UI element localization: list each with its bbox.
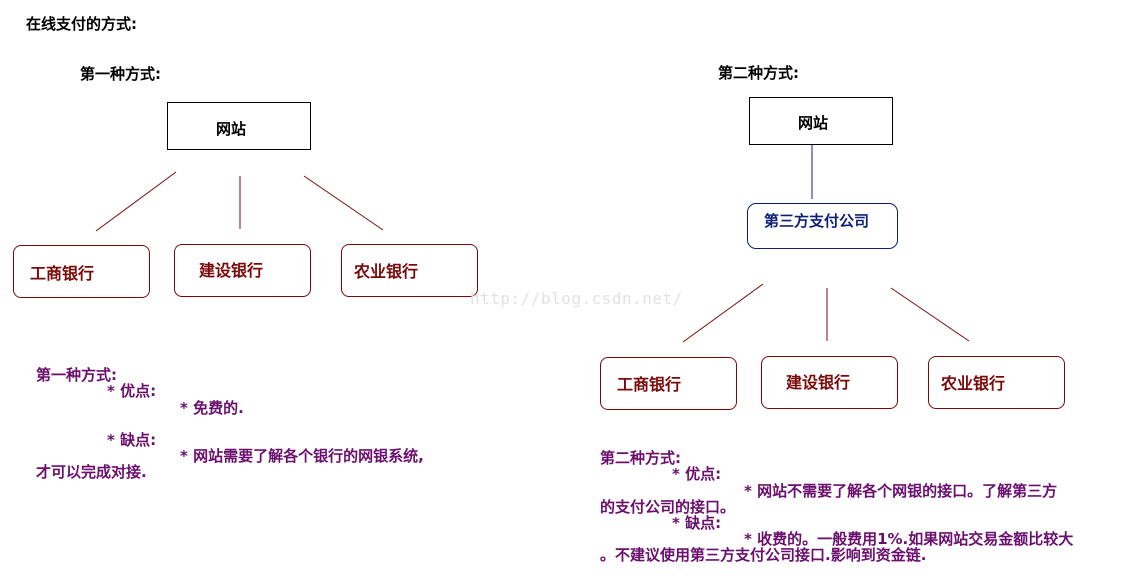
- method2-bank-label-1: 工商银行: [617, 375, 682, 394]
- method2-cons-item: * 收费的。一般费用1%.如果网站交易金额比较大: [744, 530, 1074, 548]
- method2-bank-label-3: 农业银行: [941, 374, 1006, 393]
- connector-m1-website-bank1: [95, 171, 177, 232]
- method2-website-label: 网站: [798, 114, 829, 132]
- method2-bank-node-2: 建设银行: [761, 356, 898, 409]
- method2-third-party-node: 第三方支付公司: [747, 203, 898, 249]
- method1-bank-label-2: 建设银行: [199, 261, 264, 280]
- method1-notes-heading: 第一种方式:: [36, 366, 117, 384]
- method1-bank-label-1: 工商银行: [30, 264, 95, 283]
- method2-notes-heading: 第二种方式:: [600, 449, 681, 467]
- connector-m2-third-bank3: [890, 287, 970, 342]
- method1-bank-node-1: 工商银行: [13, 245, 150, 298]
- method2-pros-item: * 网站不需要了解各个网银的接口。了解第三方: [744, 482, 1058, 500]
- method1-pros-item: * 免费的.: [180, 399, 244, 417]
- method2-cons-item-cont: 。不建议使用第三方支付公司接口.影响到资金链.: [600, 546, 927, 564]
- method1-bank-node-2: 建设银行: [174, 244, 311, 297]
- method1-heading: 第一种方式:: [80, 65, 161, 83]
- method1-pros-label: * 优点:: [107, 382, 157, 400]
- method2-cons-label: * 缺点:: [672, 514, 722, 532]
- connector-m2-third-bank1: [682, 283, 764, 343]
- watermark: http://blog.csdn.net/: [470, 289, 683, 308]
- method2-bank-label-2: 建设银行: [786, 373, 851, 392]
- method1-cons-item-cont: 才可以完成对接.: [36, 463, 147, 481]
- method1-cons-label: * 缺点:: [107, 431, 157, 449]
- method2-bank-node-3: 农业银行: [928, 356, 1065, 409]
- connector-m1-website-bank3: [303, 175, 384, 231]
- method2-pros-label: * 优点:: [672, 465, 722, 483]
- page-title: 在线支付的方式:: [26, 15, 137, 33]
- method2-heading: 第二种方式:: [718, 64, 799, 82]
- method1-cons-item: * 网站需要了解各个银行的网银系统,: [180, 447, 424, 465]
- method2-pros-item-cont: 的支付公司的接口。: [600, 498, 736, 516]
- method1-website-node: 网站: [167, 102, 311, 150]
- method1-bank-node-3: 农业银行: [341, 244, 478, 297]
- method2-third-party-label: 第三方支付公司: [764, 212, 870, 230]
- method2-bank-node-1: 工商银行: [600, 357, 737, 410]
- method1-bank-label-3: 农业银行: [354, 262, 419, 281]
- method2-website-node: 网站: [749, 97, 893, 145]
- method1-website-label: 网站: [216, 120, 247, 138]
